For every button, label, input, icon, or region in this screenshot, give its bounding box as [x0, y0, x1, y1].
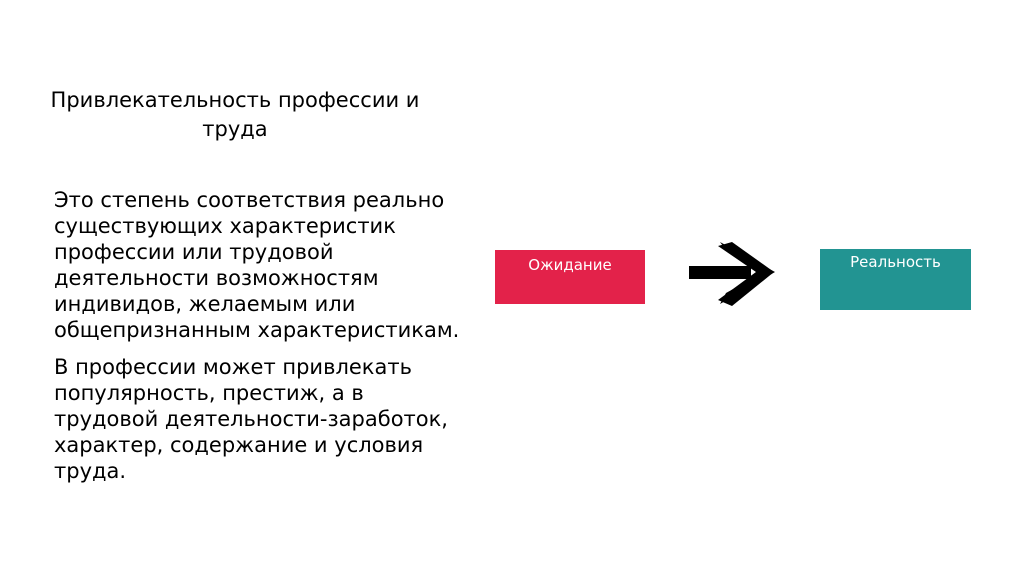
slide-title: Привлекательность профессии и труда — [50, 88, 420, 141]
arrow-right-icon — [689, 242, 775, 306]
slide-body: Это степень соответствия реально существ… — [54, 187, 474, 495]
definition-paragraph: Это степень соответствия реально существ… — [54, 188, 460, 342]
attractiveness-paragraph: В профессии может привлекать популярност… — [54, 355, 448, 483]
expectation-label: Ожидание — [528, 256, 612, 274]
expectation-box: Ожидание — [495, 250, 645, 304]
reality-box: Реальность — [820, 249, 971, 310]
reality-label: Реальность — [850, 253, 941, 271]
